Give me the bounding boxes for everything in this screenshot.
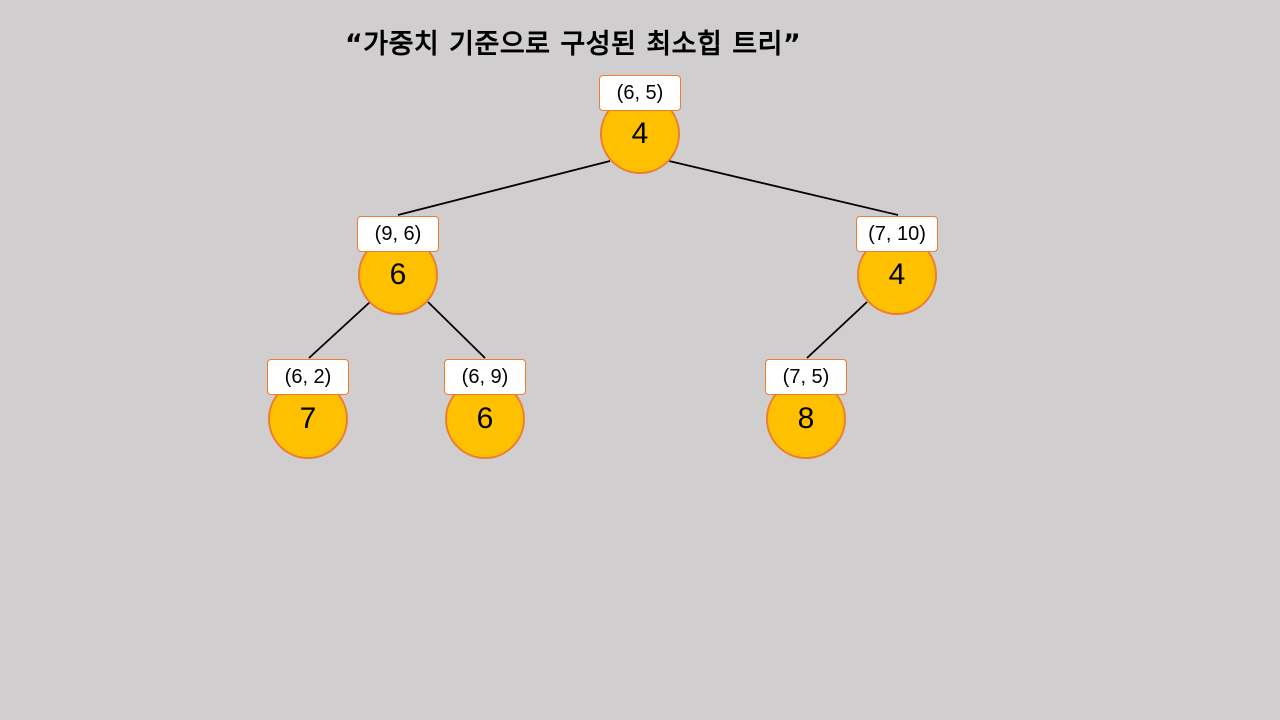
label-left-right: (6, 9) [444, 359, 526, 395]
label-right: (7, 10) [856, 216, 938, 252]
label-left-left: (6, 2) [267, 359, 349, 395]
label-left: (9, 6) [357, 216, 439, 252]
edge-left-leftleft [308, 301, 371, 359]
slide-title: “가중치 기준으로 구성된 최소힙 트리” [345, 29, 802, 60]
edge-root-left [397, 160, 611, 216]
label-right-left: (7, 5) [765, 359, 847, 395]
edge-left-leftright [427, 301, 486, 359]
edge-right-rightleft [806, 301, 868, 359]
edge-root-right [668, 160, 899, 216]
label-root: (6, 5) [599, 75, 681, 111]
